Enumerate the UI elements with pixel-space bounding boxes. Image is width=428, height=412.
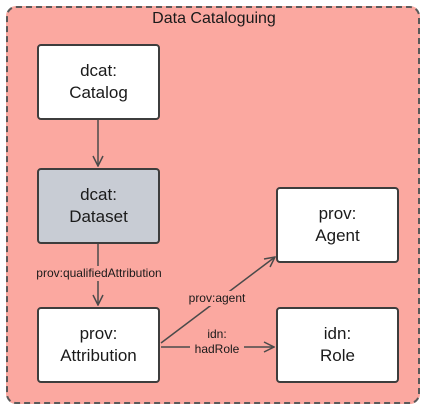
node-name: Catalog [69, 83, 128, 102]
node-name: Dataset [69, 207, 128, 226]
node-dcat-dataset[interactable]: dcat: Dataset [37, 168, 160, 244]
edge-label-prefix: idn: [207, 327, 227, 341]
node-name: Attribution [60, 346, 137, 365]
node-idn-role[interactable]: idn: Role [276, 307, 399, 383]
node-prov-attribution[interactable]: prov: Attribution [37, 307, 160, 383]
node-prefix: idn: [323, 324, 352, 343]
node-prov-agent[interactable]: prov: Agent [276, 187, 399, 263]
node-prefix: prov: [318, 204, 357, 223]
edge-label-prov-agent: prov:agent [184, 291, 250, 306]
node-prefix: prov: [79, 324, 118, 343]
node-prefix: dcat: [80, 185, 117, 204]
node-dcat-catalog[interactable]: dcat: Catalog [37, 44, 160, 120]
node-name: Agent [315, 226, 360, 245]
node-name: Role [320, 346, 355, 365]
edge-label-name: hadRole [194, 342, 240, 356]
node-prefix: dcat: [80, 61, 117, 80]
edge-label-qualified-attribution: prov:qualifiedAttribution [28, 266, 170, 281]
edge-label-had-role: idn: hadRole [190, 327, 244, 357]
group-title: Data Cataloguing [152, 10, 276, 27]
